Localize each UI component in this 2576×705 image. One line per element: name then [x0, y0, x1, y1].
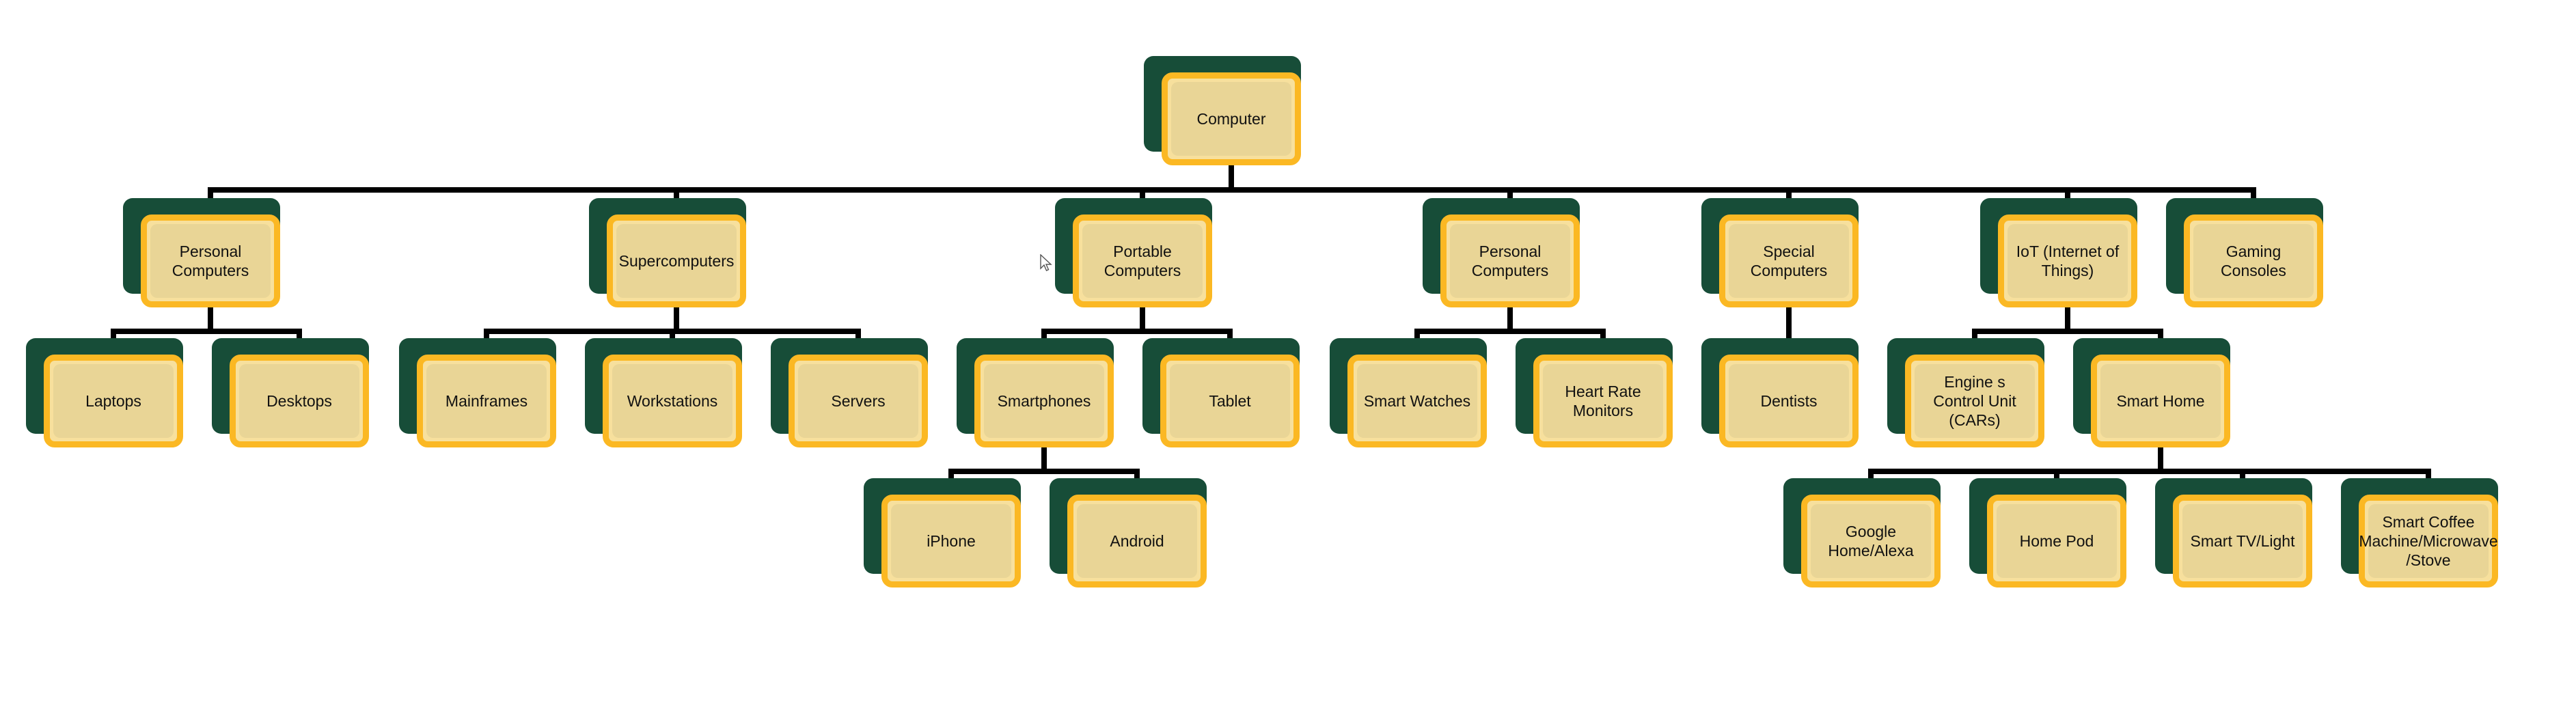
node-label: Dentists — [1760, 392, 1818, 410]
node-label: Engine s Control Unit (CARs) — [1933, 373, 2016, 429]
node-label: Servers — [831, 392, 886, 410]
node-label: Computer — [1196, 110, 1266, 128]
node-smartphones[interactable]: Smartphones — [957, 338, 1114, 447]
node-google-home-alexa[interactable]: Google Home/Alexa — [1783, 478, 1941, 588]
node-label: Laptops — [85, 392, 141, 410]
node-label: Android — [1110, 532, 1164, 550]
node-label: Workstations — [627, 392, 718, 410]
node-personal-computers-2[interactable]: Personal Computers — [1423, 198, 1580, 307]
node-dentists[interactable]: Dentists — [1701, 338, 1859, 447]
node-servers[interactable]: Servers — [771, 338, 928, 447]
node-label: Google Home/Alexa — [1828, 523, 1914, 559]
node-label: Heart Rate Monitors — [1565, 383, 1641, 419]
node-portable-computers[interactable]: Portable Computers — [1055, 198, 1212, 307]
node-label: Smart Home — [2116, 392, 2205, 410]
node-iphone[interactable]: iPhone — [864, 478, 1021, 588]
node-label: Smartphones — [997, 392, 1091, 410]
node-android[interactable]: Android — [1050, 478, 1207, 588]
node-label: Supercomputers — [618, 252, 735, 270]
node-desktops[interactable]: Desktops — [212, 338, 369, 447]
node-label: Smart Coffee Machine/Microwave /Stove — [2359, 513, 2498, 569]
node-smart-watches[interactable]: Smart Watches — [1330, 338, 1487, 447]
node-engine-control-unit[interactable]: Engine s Control Unit (CARs) — [1887, 338, 2044, 447]
node-home-pod[interactable]: Home Pod — [1969, 478, 2126, 588]
node-personal-computers-1[interactable]: Personal Computers — [123, 198, 280, 307]
node-label: Gaming Consoles — [2221, 243, 2286, 279]
node-label: IoT (Internet of Things) — [2016, 243, 2120, 279]
mouse-cursor-icon — [1040, 254, 1052, 271]
node-supercomputers[interactable]: Supercomputers — [589, 198, 746, 307]
node-label: iPhone — [927, 532, 976, 550]
node-label: Personal Computers — [172, 243, 249, 279]
node-tablet[interactable]: Tablet — [1142, 338, 1300, 447]
node-gaming-consoles[interactable]: Gaming Consoles — [2166, 198, 2323, 307]
node-label: Personal Computers — [1471, 243, 1549, 279]
node-label: Desktops — [266, 392, 332, 410]
node-special-computers[interactable]: Special Computers — [1701, 198, 1859, 307]
node-label: Home Pod — [2019, 532, 2094, 550]
node-computer[interactable]: Computer — [1144, 56, 1301, 165]
node-label: Smart TV/Light — [2190, 532, 2295, 550]
node-smart-home[interactable]: Smart Home — [2073, 338, 2230, 447]
node-label: Special Computers — [1750, 243, 1828, 279]
node-label: Mainframes — [445, 392, 528, 410]
node-mainframes[interactable]: Mainframes — [399, 338, 556, 447]
node-smart-tv-light[interactable]: Smart TV/Light — [2155, 478, 2312, 588]
node-smart-coffee-machine[interactable]: Smart Coffee Machine/Microwave /Stove — [2341, 478, 2498, 588]
node-iot[interactable]: IoT (Internet of Things) — [1980, 198, 2137, 307]
node-label: Portable Computers — [1104, 243, 1181, 279]
node-workstations[interactable]: Workstations — [585, 338, 742, 447]
node-laptops[interactable]: Laptops — [26, 338, 183, 447]
node-label: Tablet — [1209, 392, 1251, 410]
node-heart-rate-monitors[interactable]: Heart Rate Monitors — [1516, 338, 1673, 447]
node-label: Smart Watches — [1363, 392, 1471, 410]
